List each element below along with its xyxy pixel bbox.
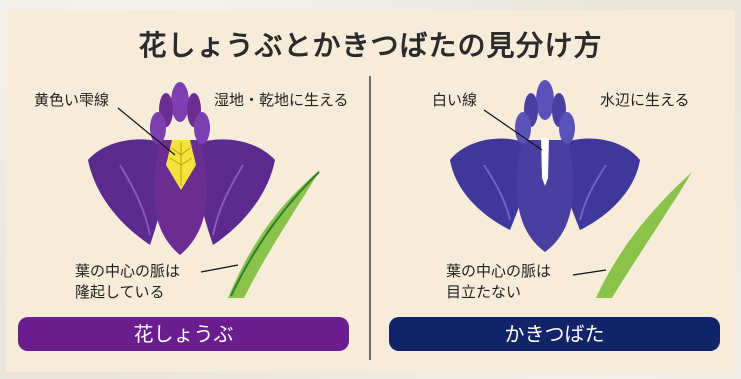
hanashobu-name-banner: 花しょうぶ xyxy=(18,317,349,351)
yellow-line-pointer xyxy=(117,107,176,156)
right-leaf-label-line1: 葉の中心の脈は xyxy=(446,262,552,280)
right-leaf-pointer xyxy=(572,269,607,276)
hanashobu-leaf xyxy=(228,170,320,298)
right-habitat-label: 水辺に生える xyxy=(600,91,690,109)
left-leaf-pointer xyxy=(200,264,239,273)
left-leaf-label-line1: 葉の中心の脈は xyxy=(75,262,181,280)
white-line-pointer xyxy=(483,109,543,151)
page-title: 花しょうぶとかきつばたの見分け方 xyxy=(138,29,603,62)
white-line-label: 白い線 xyxy=(432,91,478,109)
center-divider xyxy=(369,76,371,360)
yellow-signal-label: 黄色い雫線 xyxy=(34,91,110,109)
left-habitat-label: 湿地・乾地に生える xyxy=(214,91,349,109)
kakitsubata-name-banner: かきつばた xyxy=(389,317,720,351)
kakitsubata-leaf xyxy=(596,172,692,298)
left-leaf-label-line2: 隆起している xyxy=(75,283,165,301)
right-leaf-label-line2: 目立たない xyxy=(446,283,522,301)
kakitsubata-flower-icon xyxy=(450,80,640,252)
hanashobu-flower-icon xyxy=(88,82,275,255)
